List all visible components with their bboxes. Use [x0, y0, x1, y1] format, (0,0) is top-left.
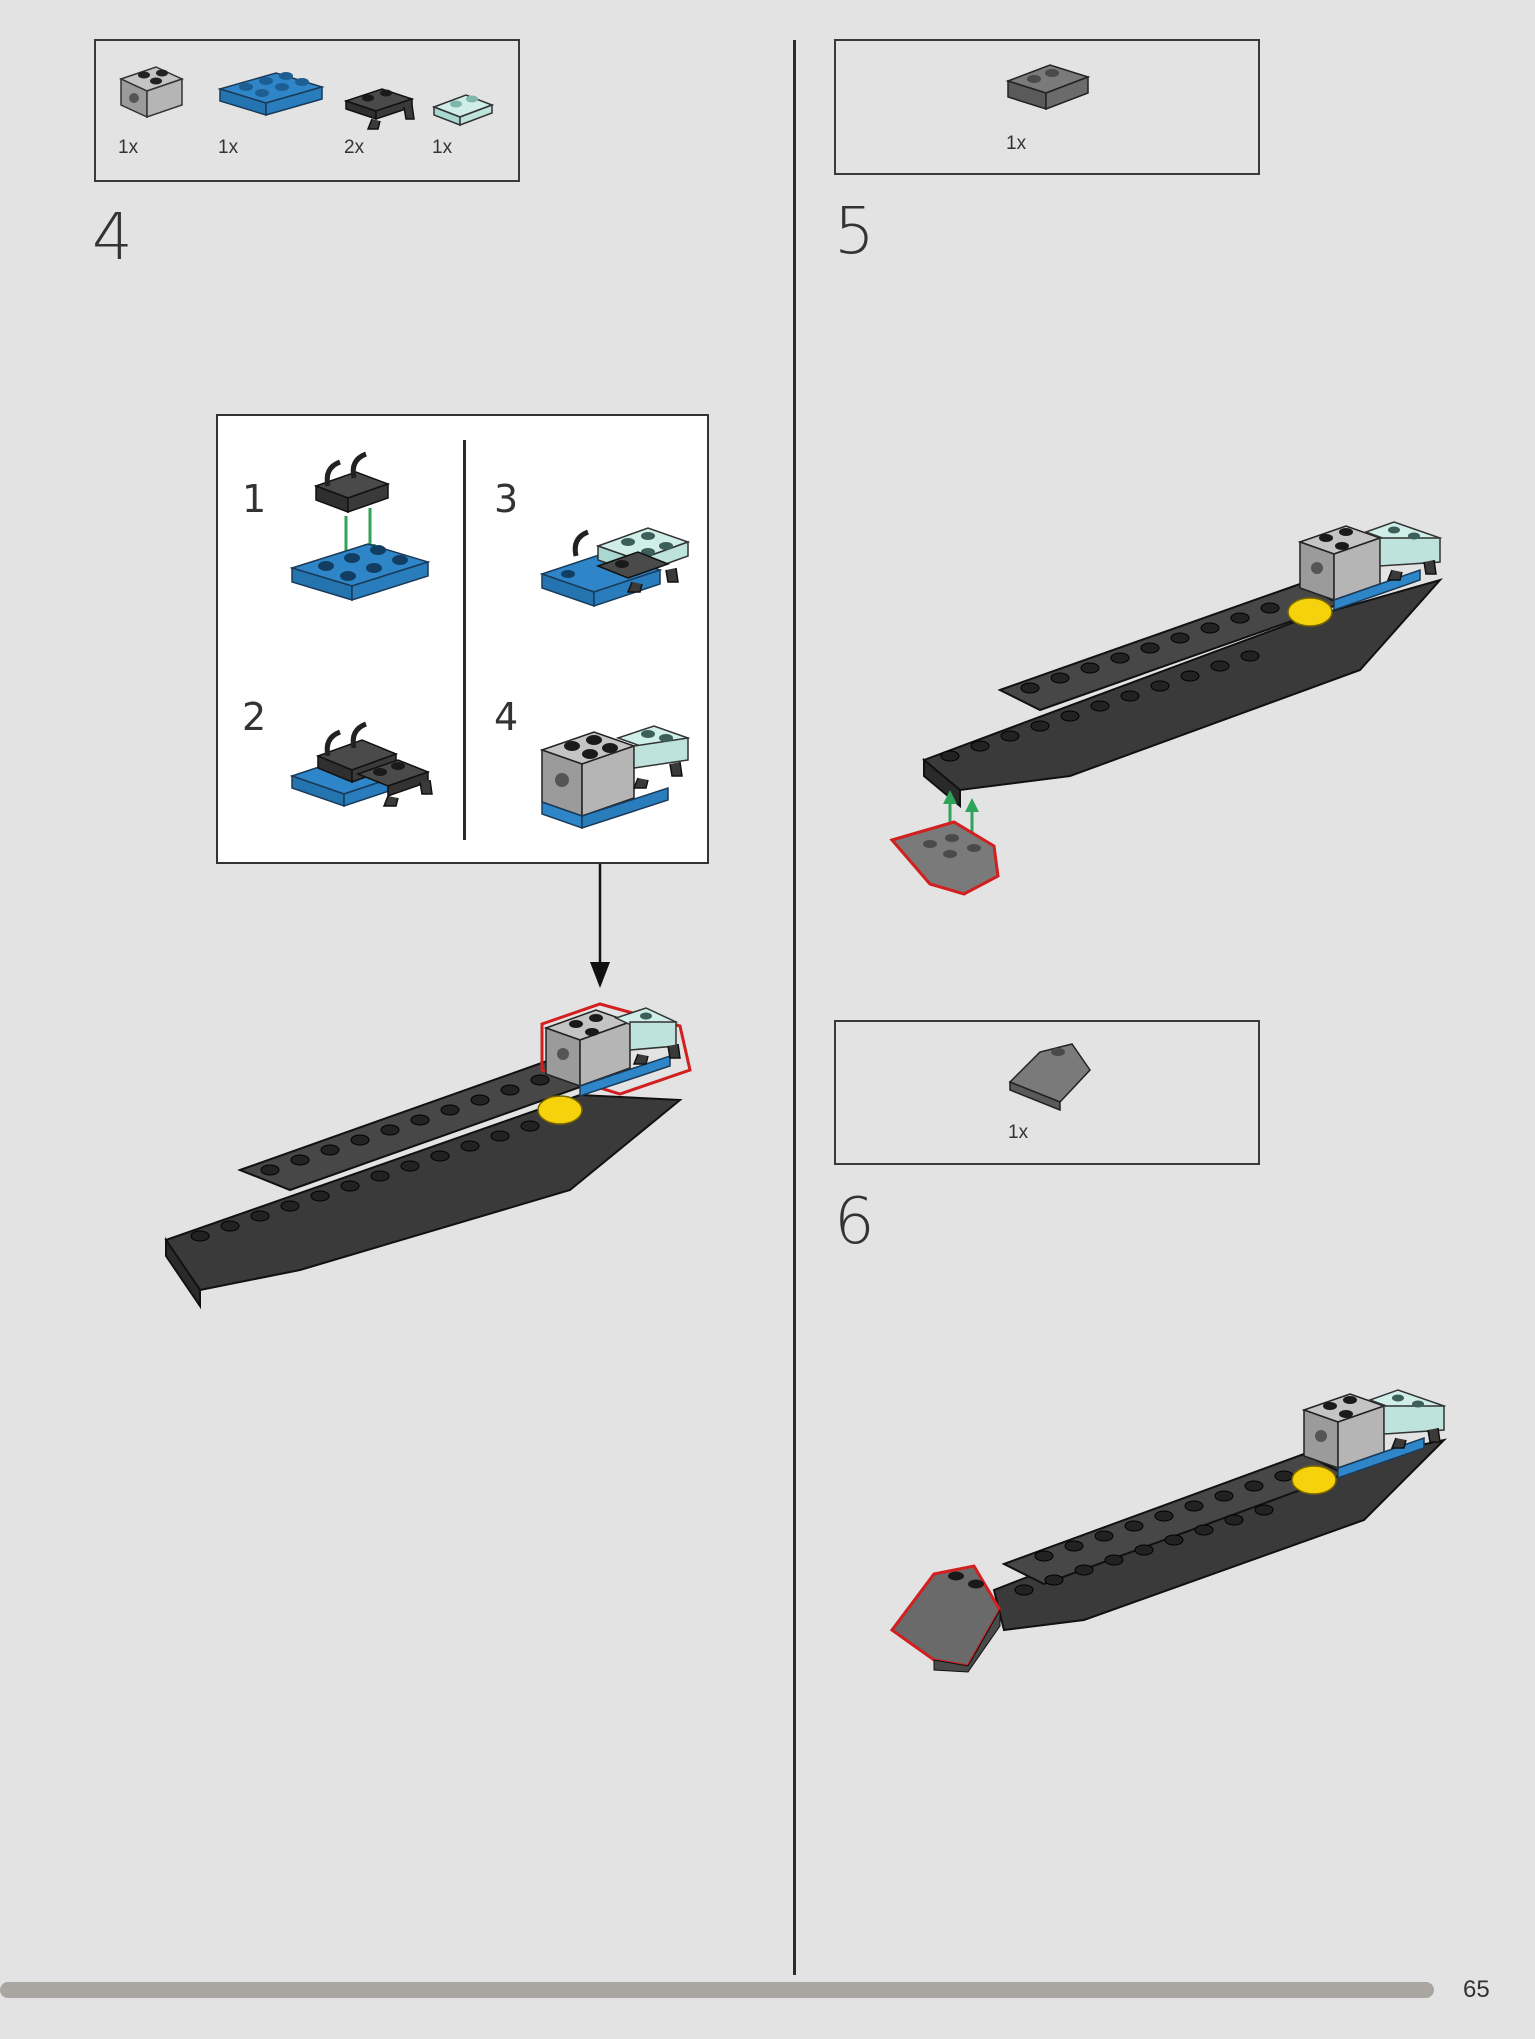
callout-divider [463, 440, 466, 840]
step-number: 4 [92, 201, 133, 275]
substep-number: 1 [242, 477, 267, 521]
step4-parts-box: 1x 1x 2x 1x [94, 39, 520, 182]
step5-model [889, 521, 1444, 896]
substep3-illustration [539, 527, 691, 608]
dark-grey-inverted-slope-icon [1005, 64, 1091, 111]
part-qty: 1x [1008, 1122, 1029, 1143]
dark-grey-slope-icon [1008, 1043, 1091, 1112]
step-number: 5 [834, 195, 875, 269]
subassembly-callout: 1 2 3 4 [216, 414, 709, 864]
step6-parts-box: 1x [834, 1020, 1260, 1165]
progress-bar [0, 1982, 1434, 1998]
substep-number: 3 [494, 477, 519, 521]
step6-model [889, 1389, 1448, 1673]
part-qty: 2x [344, 137, 365, 158]
substep-number: 2 [242, 695, 267, 739]
step-number: 6 [834, 1185, 875, 1259]
trans-blue-plate-icon [431, 94, 495, 127]
light-grey-brick-icon [118, 66, 185, 119]
substep4-illustration [539, 725, 691, 830]
callout-arrow [590, 864, 610, 988]
part-qty: 1x [432, 137, 453, 158]
column-divider [793, 40, 796, 1975]
blue-plate-icon [217, 72, 325, 117]
part-qty: 1x [1006, 133, 1027, 154]
substep-number: 4 [494, 695, 519, 739]
step5-parts-box: 1x [834, 39, 1260, 175]
step4-model [164, 1002, 692, 1310]
substep1-illustration [289, 451, 431, 602]
substep2-illustration [289, 721, 433, 808]
part-qty: 1x [118, 137, 139, 158]
page-number: 65 [1463, 1976, 1490, 2003]
part-qty: 1x [218, 137, 239, 158]
dark-plate-clips-icon [343, 88, 415, 130]
